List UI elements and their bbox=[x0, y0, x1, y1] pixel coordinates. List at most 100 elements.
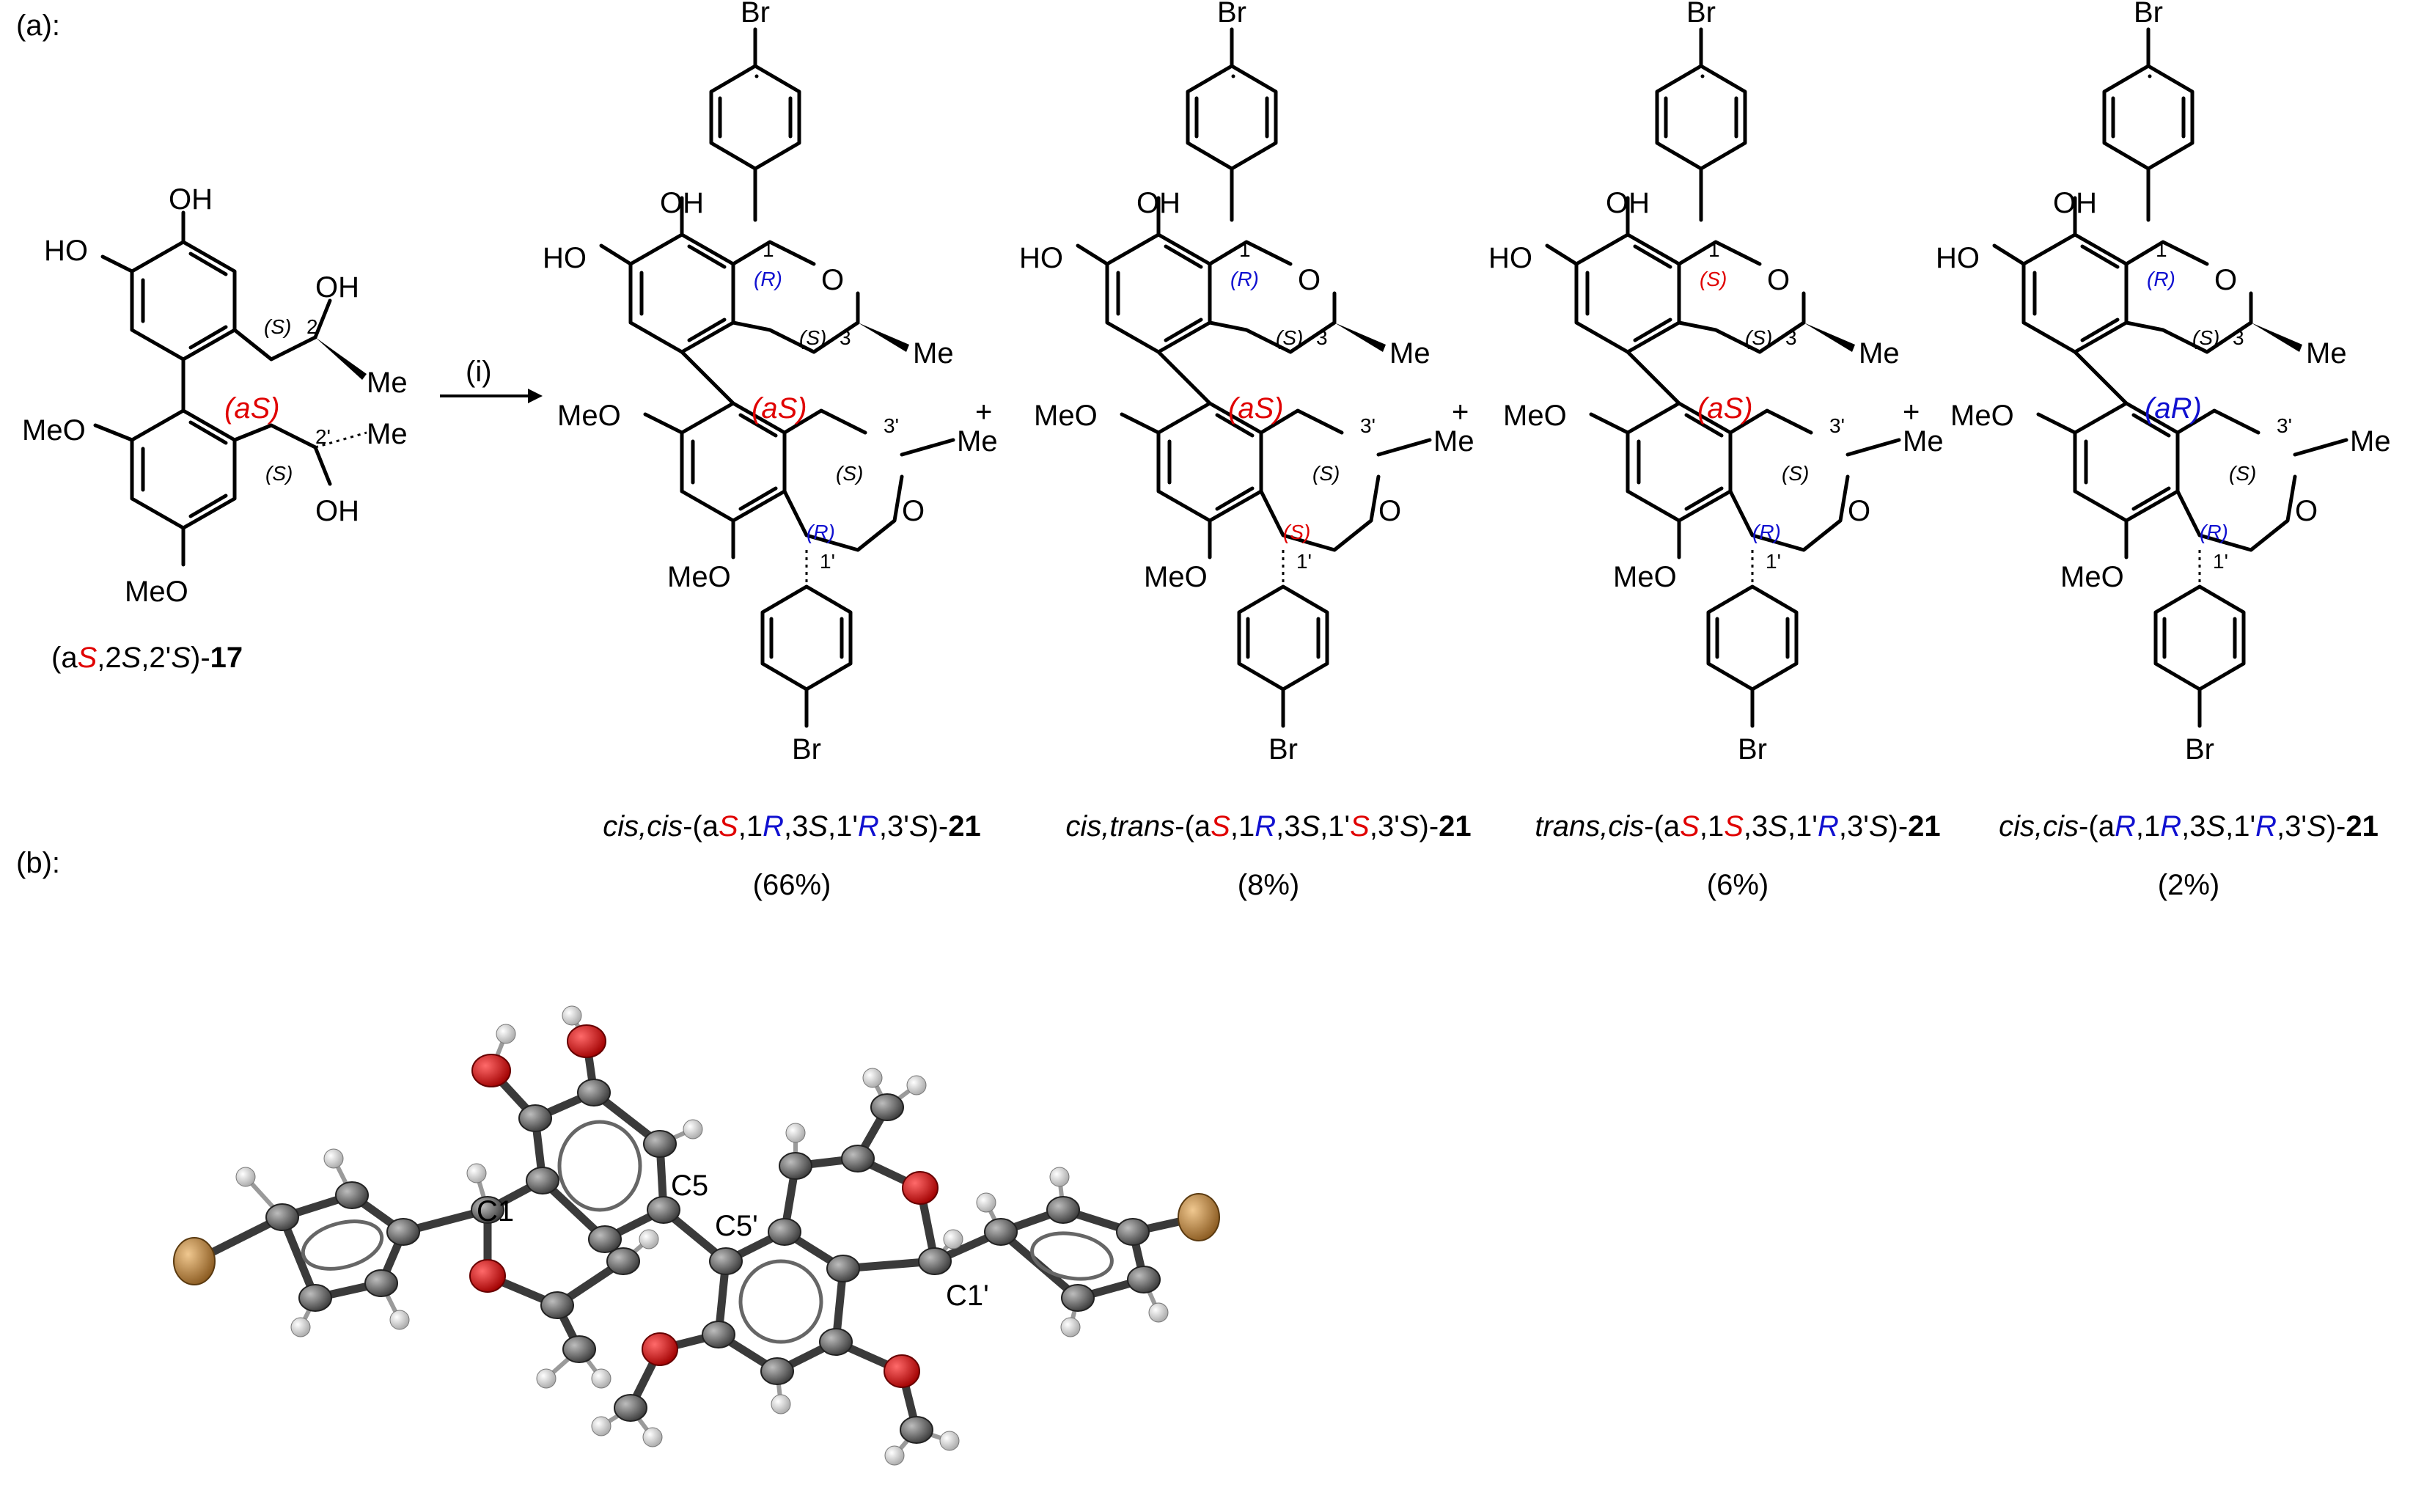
p1-ho: HO bbox=[543, 242, 587, 274]
s17-oh-top: OH bbox=[169, 183, 213, 216]
product-caption-1: cis,cis-(aS,1R,3S,1'R,3'S)-21 bbox=[603, 810, 980, 843]
s17-stereo-2: (S) bbox=[264, 315, 291, 338]
p1-loc3: 3 bbox=[840, 326, 851, 349]
product-yield-4: (2%) bbox=[2158, 869, 2219, 901]
p1-me-dn: Me bbox=[957, 425, 998, 458]
s17-stereo-2p: (S) bbox=[265, 462, 293, 485]
p3-me-dn: Me bbox=[1903, 425, 1944, 458]
p2-me-dn: Me bbox=[1433, 425, 1474, 458]
s17-ho: HO bbox=[44, 235, 88, 267]
p4-meo1: MeO bbox=[1950, 400, 2014, 432]
p1-br-top: Br bbox=[741, 0, 770, 29]
p2-loc3p: 3' bbox=[1360, 414, 1376, 437]
p4-st1p: (R) bbox=[2200, 521, 2228, 543]
s17-oh-bottom: OH bbox=[315, 495, 359, 527]
panel-label-b: (b): bbox=[16, 847, 60, 879]
p3-oh: OH bbox=[1606, 187, 1650, 219]
p1-o-dn: O bbox=[902, 495, 925, 527]
plus-1: + bbox=[975, 396, 992, 428]
p3-o-dn: O bbox=[1848, 495, 1870, 527]
p1-br-dn: Br bbox=[792, 733, 821, 766]
p3-loc1: 1 bbox=[1708, 238, 1720, 261]
product-4: Br OH HO 1 (R) O (S) 3 Me (aR) 3' Me MeO… bbox=[1936, 0, 2391, 766]
p3-o-up: O bbox=[1767, 264, 1790, 296]
p1-aS: (aS) bbox=[752, 392, 807, 425]
p4-me-dn: Me bbox=[2350, 425, 2391, 458]
s17-meo-left: MeO bbox=[22, 414, 86, 447]
p3-loc1p: 1' bbox=[1766, 550, 1781, 573]
p2-st3: (S) bbox=[1276, 326, 1303, 349]
p2-st3p: (S) bbox=[1312, 462, 1340, 485]
p1-st3p: (S) bbox=[836, 462, 863, 485]
p2-loc1p: 1' bbox=[1296, 550, 1312, 573]
crystal-label-c1: C1 bbox=[477, 1195, 514, 1227]
p4-aR: (aR) bbox=[2145, 392, 2202, 425]
p4-me-up: Me bbox=[2306, 337, 2347, 370]
p4-st3p: (S) bbox=[2229, 462, 2256, 485]
p3-br-top: Br bbox=[1686, 0, 1716, 29]
s17-locant-2p: 2' bbox=[315, 425, 331, 448]
p4-o-up: O bbox=[2214, 264, 2237, 296]
p4-loc3p: 3' bbox=[2277, 414, 2292, 437]
p4-st3: (S) bbox=[2192, 326, 2219, 349]
product-3: Br OH HO 1 (S) O (S) 3 Me (aS) 3' Me MeO… bbox=[1488, 0, 1944, 766]
crystal-structure: C1 C5 C5' C1' bbox=[173, 1005, 1220, 1466]
crystal-label-c1p: C1' bbox=[946, 1280, 989, 1312]
s17-oh-side: OH bbox=[315, 271, 359, 304]
product-2: Br OH HO 1 (R) O (S) 3 Me (aS) 3' Me MeO… bbox=[1019, 0, 1474, 766]
product-captions: cis,cis-(aS,1R,3S,1'R,3'S)-21(66%)cis,tr… bbox=[603, 810, 2379, 901]
product-yield-3: (6%) bbox=[1707, 869, 1769, 901]
p2-meo2: MeO bbox=[1144, 561, 1208, 593]
s17-stereo-aS: (aS) bbox=[224, 392, 280, 425]
p1-oh: OH bbox=[660, 187, 704, 219]
s17-label: (aS,2S,2'S)-17 bbox=[51, 642, 243, 674]
p2-oh: OH bbox=[1136, 187, 1180, 219]
p3-loc3p: 3' bbox=[1829, 414, 1845, 437]
p3-st3: (S) bbox=[1745, 326, 1772, 349]
reaction-arrow: (i) bbox=[440, 356, 543, 403]
p1-st3: (S) bbox=[799, 326, 826, 349]
crystal-label-c5p: C5' bbox=[715, 1210, 758, 1242]
p4-ho: HO bbox=[1936, 242, 1980, 274]
s17-me-bottom: Me bbox=[367, 418, 408, 450]
p2-st1: (R) bbox=[1230, 268, 1259, 290]
crystal-label-c5: C5 bbox=[671, 1170, 708, 1202]
p2-loc1: 1 bbox=[1239, 238, 1251, 261]
product-yield-2: (8%) bbox=[1238, 869, 1299, 901]
p2-o-dn: O bbox=[1378, 495, 1401, 527]
s17-locant-2: 2 bbox=[306, 315, 318, 338]
p1-loc1p: 1' bbox=[820, 550, 835, 573]
p4-loc1p: 1' bbox=[2213, 550, 2228, 573]
p4-loc1: 1 bbox=[2156, 238, 2167, 261]
panel-label-a: (a): bbox=[16, 10, 60, 42]
p2-br-top: Br bbox=[1217, 0, 1246, 29]
p2-aS: (aS) bbox=[1228, 392, 1284, 425]
p3-ho: HO bbox=[1488, 242, 1532, 274]
p1-st1: (R) bbox=[754, 268, 782, 290]
p3-st1p: (R) bbox=[1752, 521, 1781, 543]
p1-meo1: MeO bbox=[557, 400, 621, 432]
p3-meo1: MeO bbox=[1503, 400, 1567, 432]
p1-loc3p: 3' bbox=[884, 414, 899, 437]
p2-ho: HO bbox=[1019, 242, 1063, 274]
p1-o-up: O bbox=[821, 264, 844, 296]
p2-meo1: MeO bbox=[1034, 400, 1098, 432]
p4-meo2: MeO bbox=[2060, 561, 2124, 593]
plus-3: + bbox=[1903, 396, 1920, 428]
p3-me-up: Me bbox=[1859, 337, 1900, 370]
p3-meo2: MeO bbox=[1613, 561, 1677, 593]
p1-st1p: (R) bbox=[807, 521, 835, 543]
s17-me-top: Me bbox=[367, 367, 408, 399]
product-1: Br OH HO 1 (R) O (S) 3 Me (aS) 3' Me MeO… bbox=[543, 0, 998, 766]
p3-st3p: (S) bbox=[1782, 462, 1809, 485]
p2-loc3: 3 bbox=[1316, 326, 1328, 349]
reaction-condition: (i) bbox=[466, 356, 492, 388]
p3-br-dn: Br bbox=[1738, 733, 1767, 766]
p1-loc1: 1 bbox=[763, 238, 774, 261]
p2-me-up: Me bbox=[1389, 337, 1430, 370]
p4-o-dn: O bbox=[2295, 495, 2318, 527]
p4-st1: (R) bbox=[2147, 268, 2175, 290]
p1-meo2: MeO bbox=[667, 561, 731, 593]
p3-aS: (aS) bbox=[1697, 392, 1753, 425]
